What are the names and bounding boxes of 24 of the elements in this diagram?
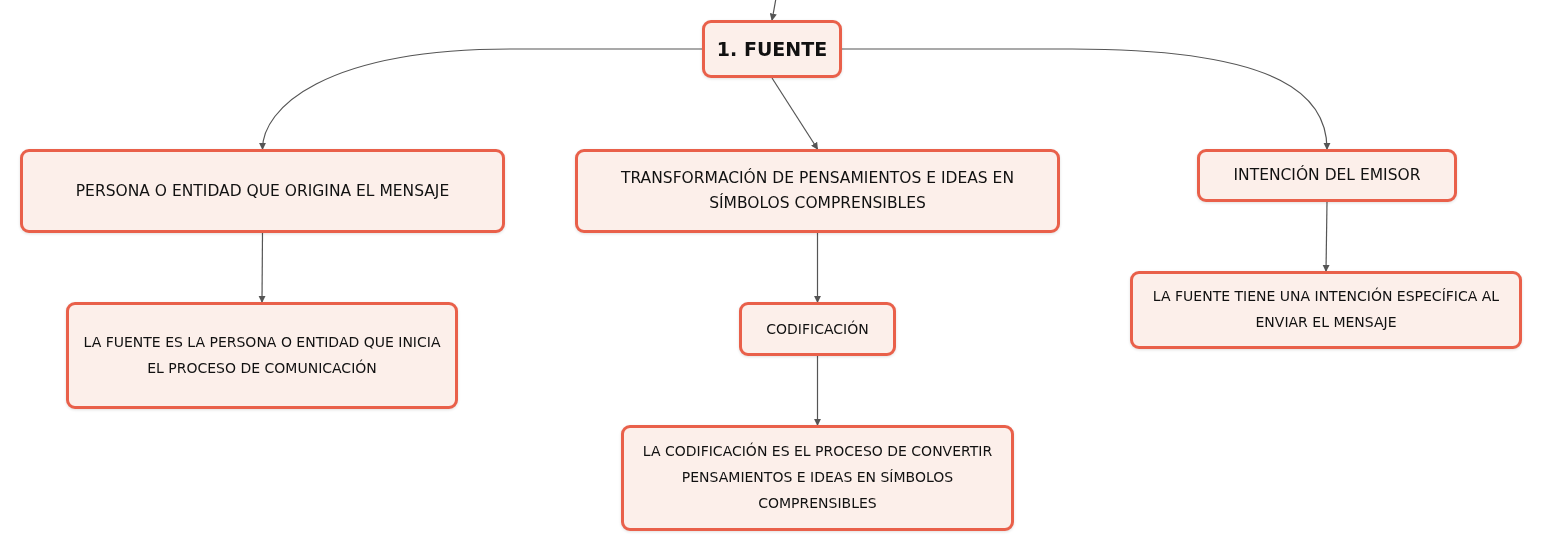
arrow [259, 48, 703, 150]
arrow [258, 232, 266, 303]
arrow [1322, 201, 1330, 272]
topic-box [1130, 271, 1522, 349]
arrow [813, 355, 822, 426]
topic-box [575, 149, 1060, 233]
topic-text: LA FUENTE TIENE UNA INTENCIÓN ESPECÍFICA AL ENVIAR EL MENSAJE [1151, 286, 1501, 332]
arrow [769, 0, 777, 21]
main-topic-label: 1. FUENTE [716, 36, 828, 62]
topic-text: INTENCIÓN DEL EMISOR [1233, 164, 1421, 187]
arrow [813, 232, 822, 303]
topic-box [1197, 149, 1457, 202]
topic-text: CODIFICACIÓN [766, 319, 869, 339]
arrow [771, 77, 819, 150]
topic-text: LA FUENTE ES LA PERSONA O ENTIDAD QUE INICIA EL PROCESO DE COMUNICACIÓN [82, 332, 442, 378]
topic-text: LA CODIFICACIÓN ES EL PROCESO DE CONVERTIR PENSAMIENTOS E IDEAS EN SÍMBOLOS COMPRENSIBLES [641, 441, 994, 513]
topic-box [66, 302, 458, 409]
topic-text: TRANSFORMACIÓN DE PENSAMIENTOS E IDEAS EN SÍMBOLOS COMPRENSIBLES [620, 167, 1015, 214]
arrow [841, 48, 1331, 150]
topic-box [20, 149, 505, 233]
topic-box [621, 425, 1014, 531]
topic-box [702, 20, 842, 78]
topic-box [739, 302, 896, 356]
topic-text: PERSONA O ENTIDAD QUE ORIGINA EL MENSAJE [75, 180, 450, 202]
